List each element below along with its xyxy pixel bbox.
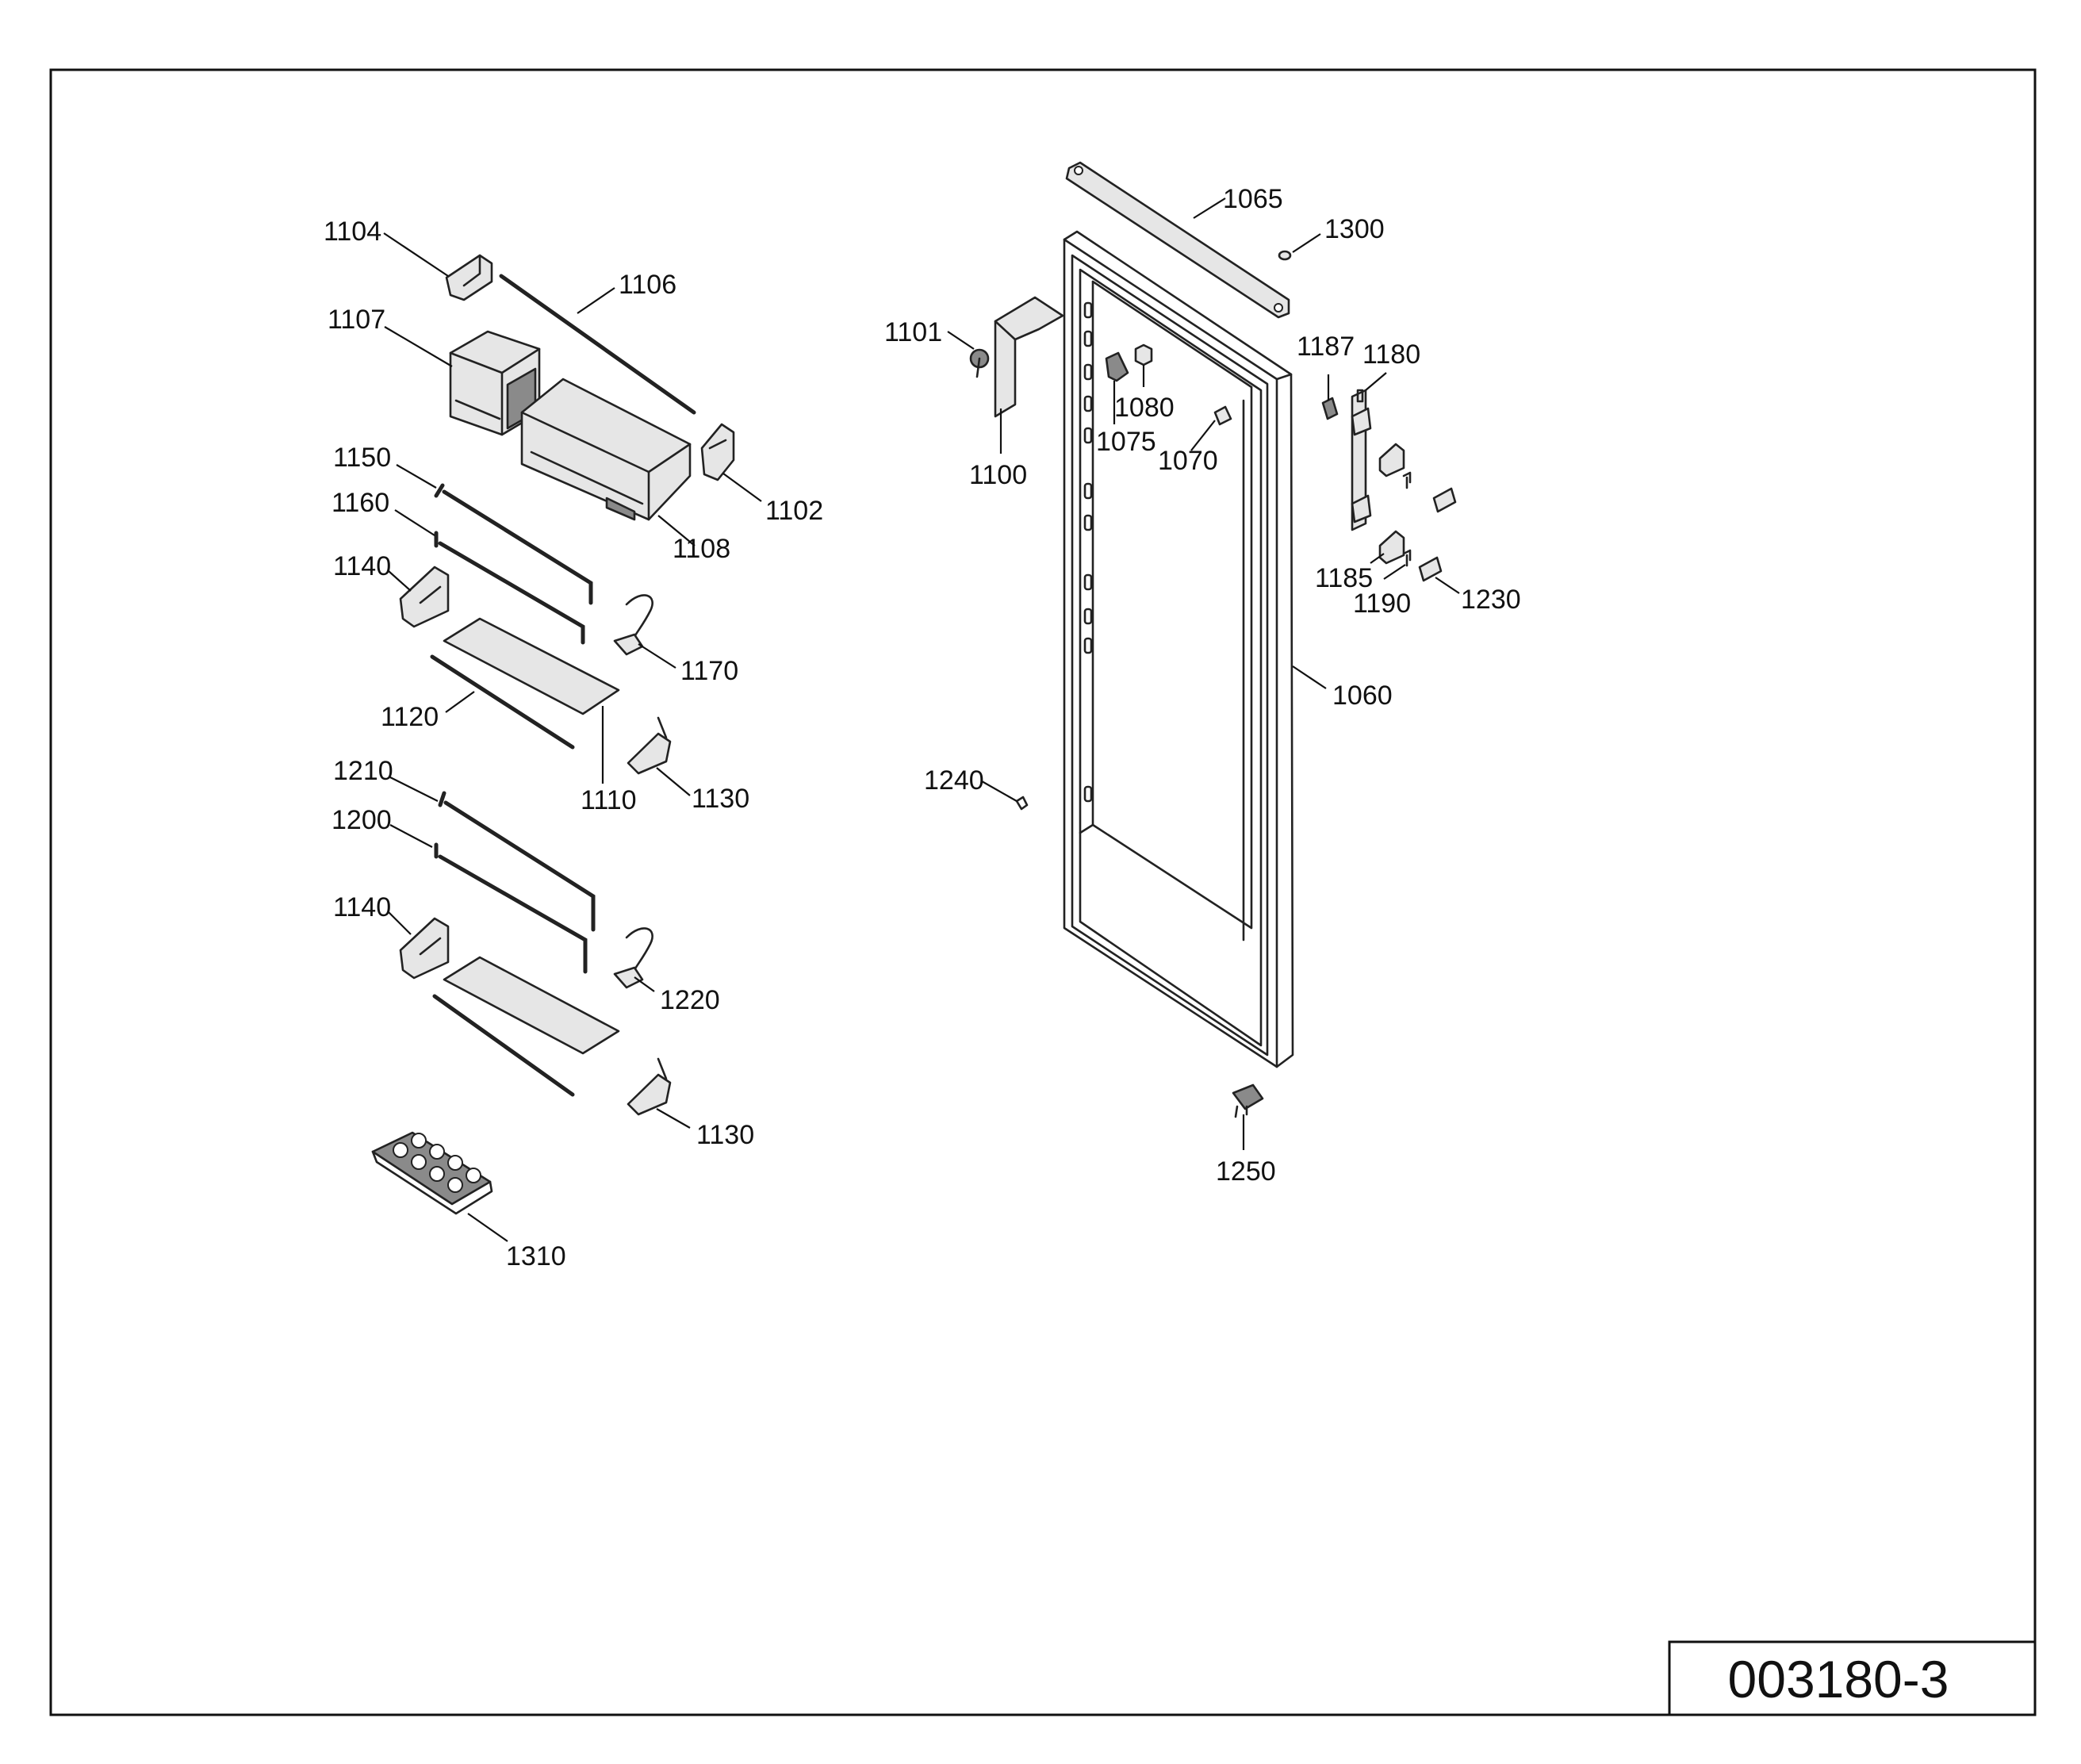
callout-1310: 1310 (506, 1241, 566, 1271)
callout-1110: 1110 (581, 785, 637, 815)
callout-1104: 1104 (324, 217, 381, 247)
part-1250-bottom-hinge (1232, 1083, 1264, 1118)
callout-1160: 1160 (332, 488, 389, 518)
part-1108-bin (520, 378, 692, 521)
leader-lines (383, 197, 1460, 1242)
part-1130-bracket-upper (627, 732, 672, 775)
callout-1102: 1102 (765, 496, 823, 526)
callout-1170: 1170 (680, 656, 738, 686)
callout-1107: 1107 (328, 305, 385, 335)
callout-1080: 1080 (1114, 393, 1175, 423)
callout-1220: 1220 (660, 985, 720, 1015)
callout-1140-upper: 1140 (333, 551, 391, 581)
part-1185-bracket (1378, 530, 1405, 565)
callout-1300: 1300 (1324, 214, 1385, 244)
callout-1190: 1190 (1353, 589, 1411, 619)
callout-1230: 1230 (1461, 585, 1521, 615)
part-1140-bracket-upper (399, 566, 450, 628)
door-slots (1083, 301, 1093, 803)
part-1106-rod (499, 274, 696, 415)
part-1110-shelf (443, 617, 620, 715)
part-1140-bracket-lower (399, 917, 450, 980)
drawing-frame (49, 68, 2037, 1716)
callout-1075: 1075 (1096, 427, 1156, 457)
part-1070-knob (1213, 405, 1232, 426)
callout-1130-upper: 1130 (692, 784, 749, 814)
part-1065-top-strip (1065, 161, 1290, 319)
title-block (1668, 1640, 2037, 1716)
part-shelf-lower (443, 956, 620, 1055)
part-1130-bracket-lower (627, 1073, 672, 1116)
part-1187-clip (1321, 397, 1339, 420)
part-hinge-bracket-upper (1378, 443, 1405, 477)
part-1100-top-bracket (994, 296, 1064, 418)
part-1200-rail (434, 842, 588, 974)
callout-1187: 1187 (1297, 332, 1355, 362)
callout-1200: 1200 (332, 805, 392, 835)
part-rod-lower (432, 994, 575, 1097)
callout-1130-lower: 1130 (696, 1120, 754, 1150)
callout-1185: 1185 (1315, 563, 1373, 593)
part-1160-rail (434, 531, 585, 645)
callout-1070: 1070 (1158, 446, 1218, 476)
part-cover-upper (1432, 487, 1457, 513)
part-1075-clip (1105, 351, 1129, 382)
left-door-accessories (371, 254, 735, 1215)
callout-1101: 1101 (884, 317, 942, 347)
door-assembly (969, 161, 1457, 1118)
callout-1108: 1108 (673, 534, 730, 564)
drawing-number: 003180-3 (1728, 1650, 1949, 1708)
callout-1180: 1180 (1362, 339, 1420, 370)
part-1060-door-frame (1063, 230, 1294, 1068)
part-1210-rail (438, 791, 596, 932)
part-1102-bracket (700, 423, 735, 481)
callout-1150: 1150 (333, 443, 391, 473)
callout-1140-lower: 1140 (333, 892, 391, 922)
part-1104-bracket (445, 254, 493, 301)
callout-labels: 1104 1106 1107 1108 1102 1150 1160 1140 … (324, 184, 1521, 1271)
part-screw-upper (1402, 471, 1412, 489)
part-1180-hinge (1351, 389, 1372, 531)
part-1080-block (1134, 343, 1153, 366)
callout-1100: 1100 (969, 460, 1027, 490)
part-1101-screw (969, 348, 990, 378)
part-1300-cap (1278, 250, 1292, 261)
callout-1060: 1060 (1332, 681, 1393, 711)
part-1240-screw (1015, 796, 1029, 811)
callout-1065: 1065 (1223, 184, 1283, 214)
part-1230-cover (1418, 556, 1443, 582)
part-1190-screw (1402, 549, 1412, 567)
callout-1250: 1250 (1216, 1156, 1276, 1187)
part-1310-egg-tray (371, 1131, 493, 1215)
part-1150-rail (434, 483, 593, 605)
callout-1210: 1210 (333, 756, 393, 786)
callout-1106: 1106 (619, 270, 676, 300)
callout-1120: 1120 (381, 702, 439, 732)
part-1120-rod (430, 654, 575, 750)
callout-1240: 1240 (924, 765, 984, 796)
part-1107-bin (449, 330, 541, 436)
